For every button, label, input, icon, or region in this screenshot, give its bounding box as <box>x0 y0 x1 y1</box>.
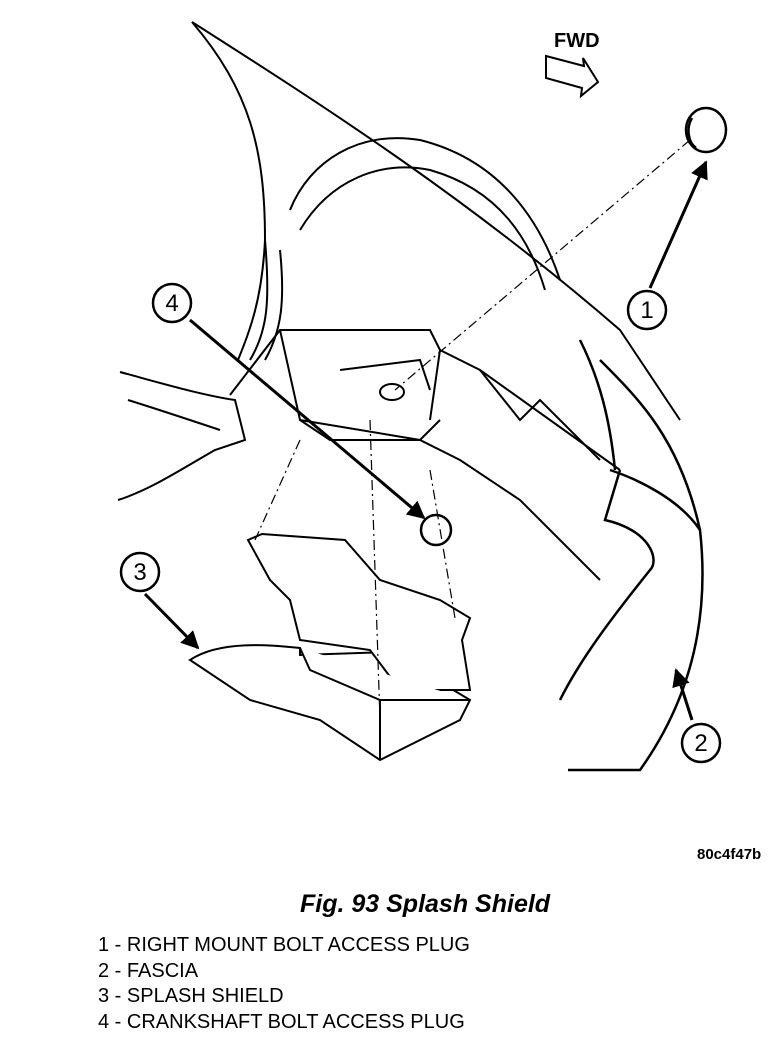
svg-text:2: 2 <box>694 730 707 757</box>
parts-legend: 1 - RIGHT MOUNT BOLT ACCESS PLUG 2 - FAS… <box>98 933 470 1035</box>
splash-shield <box>188 532 472 762</box>
figure-caption: Fig. 93 Splash Shield <box>300 890 551 918</box>
callout-1: 1 <box>626 289 668 331</box>
crankshaft-bolt-access-plug <box>419 513 453 547</box>
wheel-well-fender <box>191 21 681 421</box>
callout-4: 4 <box>151 282 193 324</box>
legend-item: 3 - SPLASH SHIELD <box>98 985 284 1007</box>
legend-item: 1 - RIGHT MOUNT BOLT ACCESS PLUG <box>98 934 470 956</box>
figure-reference-code: 80c4f47b <box>697 846 762 863</box>
callout-2: 2 <box>680 722 722 764</box>
right-mount-bolt-access-plug <box>684 106 728 154</box>
callout-3: 3 <box>119 551 161 593</box>
svg-text:1: 1 <box>640 297 653 324</box>
legend-item: 4 - CRANKSHAFT BOLT ACCESS PLUG <box>98 1010 465 1033</box>
legend-item: 2 - FASCIA <box>98 959 199 982</box>
leader-arrows <box>143 160 708 721</box>
svg-text:3: 3 <box>133 559 146 586</box>
forward-arrow-icon <box>545 54 600 99</box>
splash-shield-diagram: 1 2 3 4 <box>117 21 728 772</box>
installation-lines <box>254 139 691 721</box>
engine-compartment-body <box>117 329 621 581</box>
forward-direction-label: FWD <box>554 30 600 52</box>
fascia <box>558 339 704 772</box>
svg-text:4: 4 <box>165 290 178 317</box>
